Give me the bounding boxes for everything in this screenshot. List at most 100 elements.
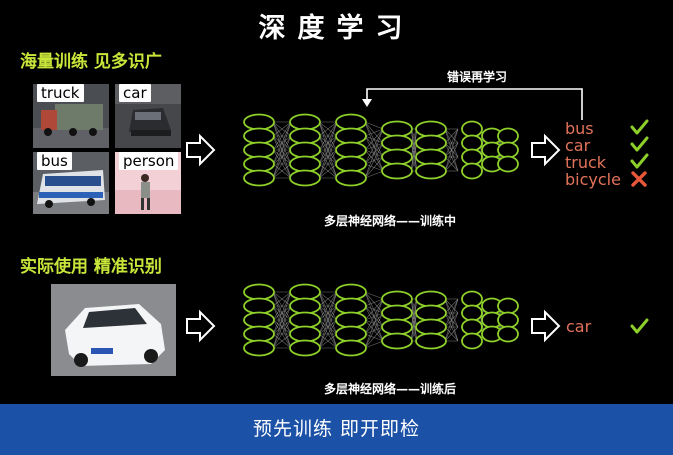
training-neuron (289, 127, 321, 145)
usage-neuron (335, 311, 367, 329)
training-neuron (415, 148, 447, 166)
check-icon (630, 119, 649, 135)
usage-neuron (289, 283, 321, 301)
usage-neuron (497, 297, 519, 315)
training-neuron (335, 169, 367, 187)
training-connection (318, 121, 338, 179)
training-neuron (243, 127, 275, 145)
training-connection (272, 121, 292, 151)
usage-connection (272, 291, 292, 335)
training-connection (318, 149, 338, 179)
usage-connection (410, 298, 418, 328)
usage-neuron (243, 283, 275, 301)
usage-neuron (289, 325, 321, 343)
usage-neuron (381, 332, 413, 350)
usage-neuron (461, 290, 483, 308)
usage-neuron (381, 304, 413, 322)
training-connection (410, 128, 418, 172)
training-connection (410, 142, 418, 172)
usage-network-caption: 多层神经网络——训练后 (323, 382, 456, 396)
check-icon (630, 136, 649, 152)
usage-output-label-car: car (566, 317, 592, 336)
usage-connection (444, 298, 459, 328)
training-connection (364, 128, 384, 179)
photo-label-truck: truck (37, 84, 84, 102)
training-input-arrow-icon (186, 133, 216, 167)
training-connection (410, 128, 418, 158)
usage-connection (364, 340, 384, 349)
truck-photo: truck (33, 84, 109, 148)
training-neuron (461, 134, 483, 152)
usage-neuron (415, 332, 447, 350)
usage-neuron (289, 311, 321, 329)
usage-connection (318, 333, 338, 349)
output-label-car: car (565, 136, 591, 155)
training-output-arrow-icon (531, 133, 561, 167)
usage-connection (272, 291, 292, 321)
usage-neuron (243, 325, 275, 343)
training-connection (318, 121, 338, 165)
usage-neuron (243, 339, 275, 357)
training-connection (364, 128, 384, 137)
usage-connection (318, 291, 338, 335)
usage-neuron (289, 339, 321, 357)
usage-connection (318, 319, 338, 349)
usage-neuron (335, 325, 367, 343)
training-neuron (289, 141, 321, 159)
usage-connection (364, 298, 384, 349)
feedback-loop-line (366, 88, 583, 120)
bus-image (33, 152, 109, 214)
car-photo: car (115, 84, 181, 148)
usage-neuron (335, 283, 367, 301)
usage-connection (444, 298, 459, 342)
photo-label-car: car (119, 84, 151, 102)
usage-neuron (289, 297, 321, 315)
usage-connection (272, 305, 292, 349)
usage-neuron (415, 304, 447, 322)
usage-neuron (243, 297, 275, 315)
usage-connection (364, 291, 384, 300)
training-neuron (243, 113, 275, 131)
cross-icon (631, 171, 647, 187)
usage-connection (318, 291, 338, 307)
check-icon (630, 153, 649, 169)
training-neuron (335, 155, 367, 173)
training-neuron (243, 169, 275, 187)
footer-banner: 预先训练 即开即检 (0, 404, 673, 455)
usage-neuron (243, 311, 275, 329)
training-neuron (497, 127, 519, 145)
training-neuron (381, 148, 413, 166)
usage-connection (364, 298, 384, 307)
training-connection (272, 135, 292, 179)
usage-connection (272, 291, 292, 349)
training-neuron (335, 141, 367, 159)
training-neuron (335, 127, 367, 145)
usage-connection (444, 312, 459, 342)
usage-neuron (381, 318, 413, 336)
training-network-caption: 多层神经网络——训练中 (323, 214, 456, 228)
usage-neuron (497, 311, 519, 329)
photo-label-person: person (119, 152, 179, 170)
training-connection (272, 121, 292, 179)
training-connection (444, 128, 459, 144)
usage-connection (364, 298, 384, 321)
photo-label-bus: bus (37, 152, 72, 170)
training-connection (444, 156, 459, 172)
page-title: 深度学习 (258, 13, 415, 44)
usage-connection (272, 319, 292, 349)
training-connection (318, 121, 338, 137)
usage-connection (364, 326, 384, 349)
training-neuron (415, 120, 447, 138)
usage-connection (318, 305, 338, 349)
output-label-truck: truck (565, 153, 607, 172)
output-label-bus: bus (565, 119, 594, 138)
training-connection (318, 135, 338, 179)
usage-connection (272, 291, 292, 307)
feedback-label: 错误再学习 (446, 70, 507, 84)
training-neuron (289, 113, 321, 131)
output-label-bicycle: bicycle (565, 170, 621, 189)
usage-check-icon (630, 318, 649, 334)
training-connection (444, 128, 459, 172)
usage-connection (364, 312, 384, 349)
